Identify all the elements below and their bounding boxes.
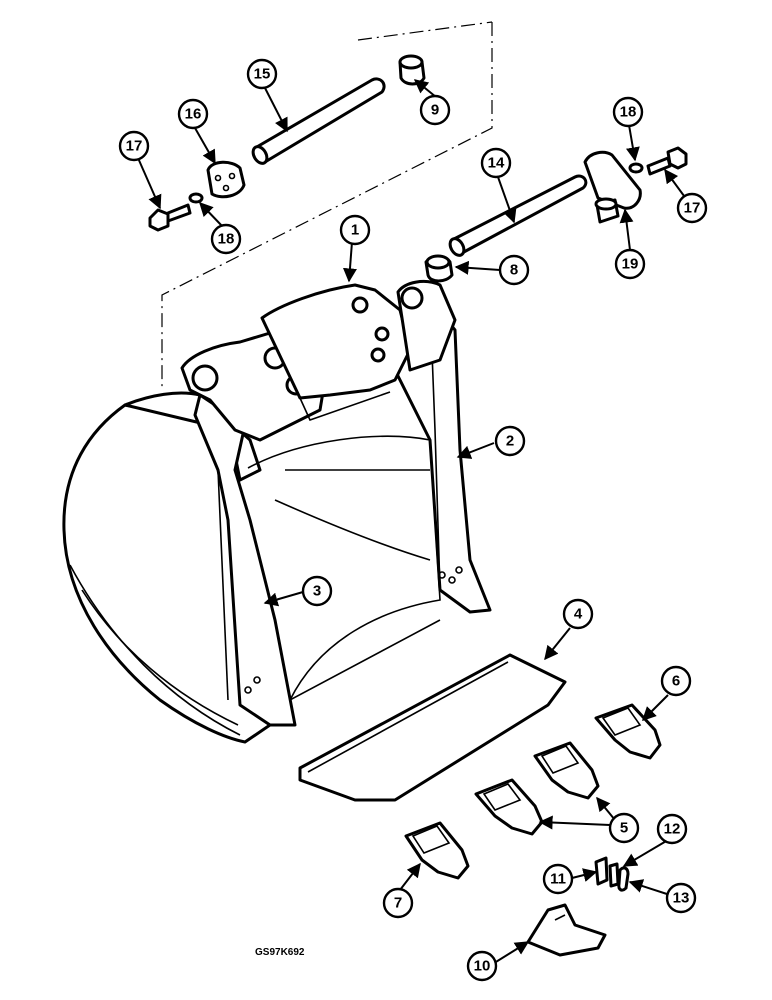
callout-17-right-label: 17 (684, 200, 701, 217)
callout-15-label: 15 (254, 66, 271, 83)
callout-18-left: 18 (210, 223, 242, 255)
bushing-8 (424, 254, 454, 283)
callout-19: 19 (614, 248, 646, 280)
tooth-7 (404, 821, 470, 880)
callout-2: 2 (494, 425, 526, 457)
callout-10-label: 10 (474, 958, 491, 975)
callout-6: 6 (660, 665, 692, 697)
callout-3: 3 (301, 575, 333, 607)
cutting-edge-4 (298, 653, 567, 802)
callout-17-right: 17 (676, 192, 708, 224)
pin-12 (608, 862, 620, 888)
plate-19 (583, 150, 642, 224)
washer-18-right (628, 162, 644, 174)
bushing-9 (398, 54, 426, 86)
drawing-code: GS97K692 (255, 947, 305, 958)
callout-19-label: 19 (622, 256, 639, 273)
bolt-17-right (646, 146, 688, 176)
callout-18-right-label: 18 (620, 104, 637, 121)
callout-13-label: 13 (673, 890, 690, 907)
alignment-lines (161, 21, 493, 390)
callout-1-label: 1 (351, 222, 359, 239)
callout-7: 7 (382, 887, 414, 919)
callout-6-label: 6 (672, 673, 680, 690)
callout-5: 5 (608, 812, 640, 844)
callout-3-label: 3 (313, 583, 321, 600)
callout-17-left: 17 (118, 130, 150, 162)
adapter-10 (526, 903, 607, 957)
callout-9: 9 (419, 94, 451, 126)
callout-8: 8 (498, 254, 530, 286)
callout-8-label: 8 (510, 262, 518, 279)
callout-10: 10 (466, 950, 498, 982)
clip-13 (617, 866, 630, 892)
leader-lines (137, 79, 688, 966)
tooth-5-upper (533, 741, 600, 800)
bucket-body (62, 280, 492, 744)
callout-16: 16 (177, 98, 209, 130)
callout-7-label: 7 (394, 895, 402, 912)
tooth-5-lower (474, 778, 544, 836)
callout-5-label: 5 (620, 820, 628, 837)
callout-14: 14 (480, 147, 512, 179)
callout-18-left-label: 18 (218, 231, 235, 248)
bolt-17-left (148, 203, 192, 232)
callout-9-label: 9 (431, 102, 439, 119)
callout-18-right: 18 (612, 96, 644, 128)
pin-15 (251, 77, 386, 165)
pin-14 (448, 174, 588, 257)
callout-4-label: 4 (574, 606, 583, 623)
callout-12: 12 (656, 813, 688, 845)
callout-13: 13 (665, 882, 697, 914)
callout-11: 11 (542, 863, 574, 895)
callout-17-left-label: 17 (126, 138, 143, 155)
callout-16-label: 16 (185, 106, 202, 123)
plate-16 (206, 160, 246, 199)
callout-2-label: 2 (506, 433, 514, 450)
callout-12-label: 12 (664, 821, 681, 838)
callout-4: 4 (562, 598, 594, 630)
washer-18-left (188, 192, 204, 204)
pin-11 (594, 856, 609, 886)
callout-15: 15 (246, 58, 278, 90)
callout-14-label: 14 (488, 155, 505, 172)
callout-1: 1 (339, 214, 371, 246)
callout-11-label: 11 (550, 871, 566, 888)
